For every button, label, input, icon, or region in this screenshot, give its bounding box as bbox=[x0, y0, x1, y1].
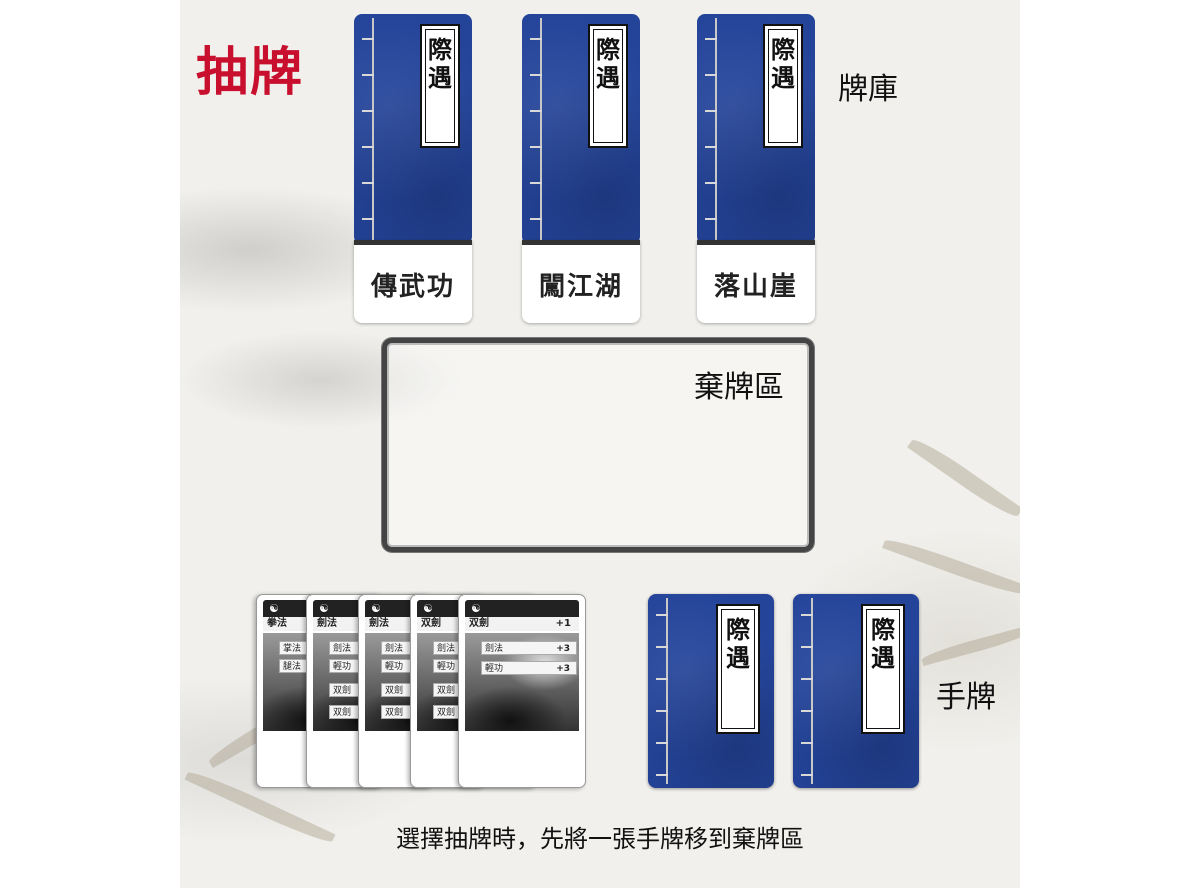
deck-label-panel: 落山崖 bbox=[697, 240, 815, 323]
card-skill-value: +3 bbox=[556, 664, 570, 674]
hand-card-4[interactable]: ☯ 双劍 +1 劍法 +3 輕功 +3 bbox=[458, 594, 586, 788]
card-name: 劍法 bbox=[369, 618, 389, 629]
card-skill-value: +3 bbox=[556, 644, 570, 654]
card-symbol-icon: ☯ bbox=[371, 602, 381, 615]
card-symbol-icon: ☯ bbox=[471, 602, 481, 615]
card-skill: 輕功 bbox=[485, 664, 504, 674]
card-back: 際遇 bbox=[522, 14, 640, 244]
card-back-text: 際遇 bbox=[593, 29, 623, 143]
card-skill: 劍法 bbox=[437, 644, 456, 654]
card-back: 際遇 bbox=[793, 594, 919, 788]
card-back-plaque: 際遇 bbox=[763, 24, 803, 148]
draw-pile-label: 牌庫 bbox=[838, 72, 898, 107]
deck-name: 傳武功 bbox=[370, 271, 455, 302]
card-skill: 双劍 bbox=[385, 708, 404, 718]
deck-name: 落山崖 bbox=[713, 271, 798, 302]
card-skill: 双劍 bbox=[385, 686, 404, 696]
binding-stitch bbox=[801, 598, 813, 784]
deck-label-panel: 傳武功 bbox=[354, 240, 472, 323]
card-back: 際遇 bbox=[697, 14, 815, 244]
card-name: 双劍 bbox=[469, 618, 489, 629]
binding-stitch bbox=[362, 18, 374, 240]
deck-label-panel: 闖江湖 bbox=[522, 240, 640, 323]
card-skill: 双劍 bbox=[333, 708, 352, 718]
discard-zone[interactable] bbox=[382, 338, 814, 552]
card-back-text: 際遇 bbox=[866, 609, 900, 729]
card-back-text: 際遇 bbox=[425, 29, 455, 143]
deck-0[interactable]: 際遇 傳武功 bbox=[354, 14, 472, 323]
card-back-text: 際遇 bbox=[768, 29, 798, 143]
card-back: 際遇 bbox=[354, 14, 472, 244]
card-symbol-icon: ☯ bbox=[423, 602, 433, 615]
card-skill: 劍法 bbox=[333, 644, 352, 654]
card-skill: 輕功 bbox=[333, 662, 352, 672]
binding-stitch bbox=[705, 18, 717, 240]
bamboo-leaf-decoration bbox=[920, 625, 1020, 667]
card-back-plaque: 際遇 bbox=[420, 24, 460, 148]
deck-name: 闖江湖 bbox=[538, 271, 623, 302]
card-bonus: +1 bbox=[555, 618, 571, 629]
hand-label: 手牌 bbox=[936, 680, 996, 715]
page-title: 抽牌 bbox=[196, 42, 305, 103]
card-skill: 劍法 bbox=[485, 644, 504, 654]
deck-2[interactable]: 際遇 落山崖 bbox=[697, 14, 815, 323]
discard-zone-label: 棄牌區 bbox=[694, 370, 784, 405]
deck-1[interactable]: 際遇 闖江湖 bbox=[522, 14, 640, 323]
card-back-plaque: 際遇 bbox=[861, 604, 905, 734]
card-skill: 輕功 bbox=[385, 662, 404, 672]
bamboo-leaf-decoration bbox=[907, 434, 1020, 522]
bamboo-leaf-decoration bbox=[882, 534, 1020, 600]
card-skill: 双劍 bbox=[437, 708, 456, 718]
card-back-plaque: 際遇 bbox=[588, 24, 628, 148]
card-skill: 腿法 bbox=[283, 662, 302, 672]
card-symbol-icon: ☯ bbox=[269, 602, 279, 615]
card-skill: 双劍 bbox=[437, 686, 456, 696]
card-skill: 掌法 bbox=[283, 644, 302, 654]
card-name: 劍法 bbox=[317, 618, 337, 629]
card-name: 拳法 bbox=[267, 618, 287, 629]
card-name: 双劍 bbox=[421, 618, 441, 629]
binding-stitch bbox=[656, 598, 668, 784]
hand-card-facedown-0[interactable]: 際遇 bbox=[648, 594, 774, 788]
card-back: 際遇 bbox=[648, 594, 774, 788]
card-skill: 劍法 bbox=[385, 644, 404, 654]
binding-stitch bbox=[530, 18, 542, 240]
hand-card-facedown-1[interactable]: 際遇 bbox=[793, 594, 919, 788]
card-back-text: 際遇 bbox=[721, 609, 755, 729]
card-skill: 双劍 bbox=[333, 686, 352, 696]
card-skill: 輕功 bbox=[437, 662, 456, 672]
card-back-plaque: 際遇 bbox=[716, 604, 760, 734]
instruction-text: 選擇抽牌時，先將一張手牌移到棄牌區 bbox=[396, 825, 804, 853]
card-symbol-icon: ☯ bbox=[319, 602, 329, 615]
